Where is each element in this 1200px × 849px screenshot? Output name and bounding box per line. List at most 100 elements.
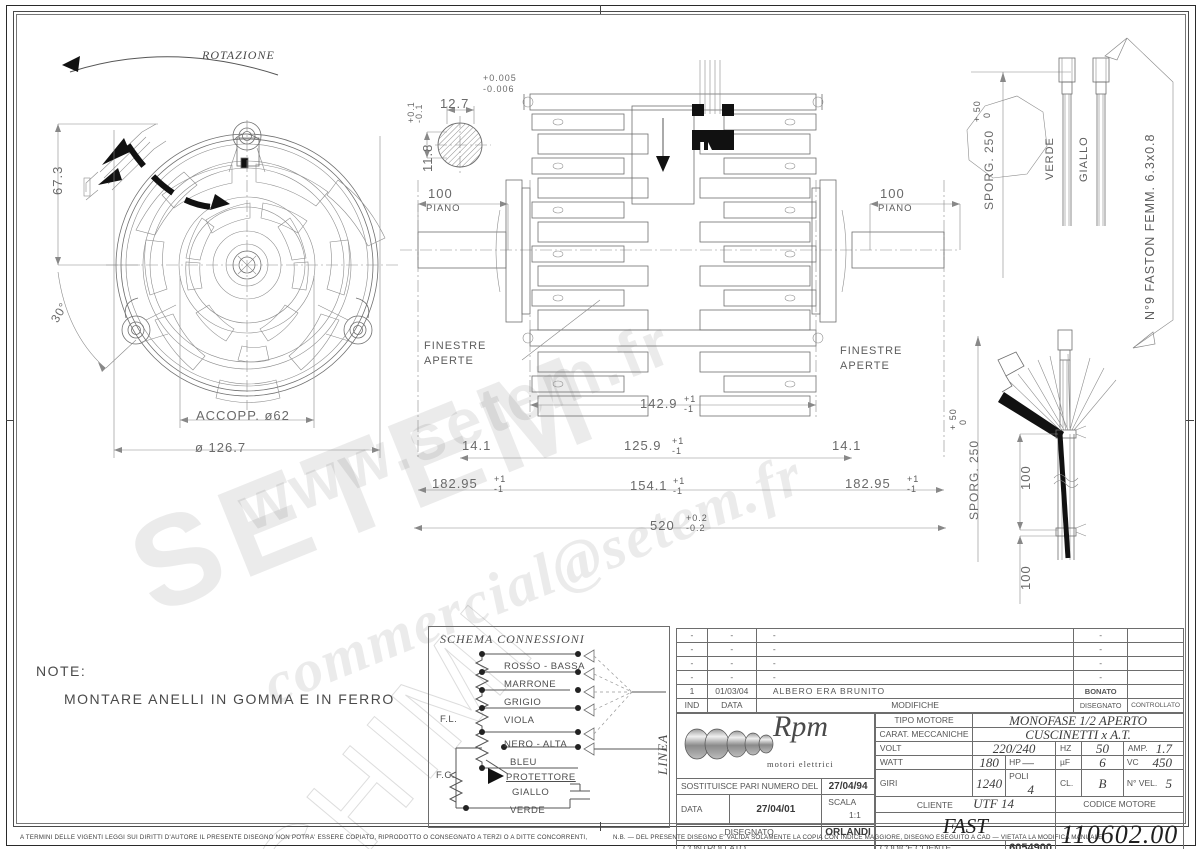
schema-wire-label-0: ROSSO - BASSA <box>504 661 585 672</box>
rev-disegnato: BONATO <box>1073 684 1129 699</box>
dim-shaft-width: 12.7 <box>440 96 470 111</box>
sheet-border-inner <box>13 11 1189 827</box>
dim-coupling-dia: ACCOPP. ø62 <box>196 408 290 423</box>
label-finestre-left-1: FINESTRE <box>424 340 487 352</box>
schema-title: SCHEMA CONNESSIONI <box>440 632 585 646</box>
revision-row: - - - - <box>676 642 1184 657</box>
watt-row: WATT 180 HP — µF 6 VC 450 <box>874 755 1185 770</box>
revision-table: - - - - - - - - - - - - <box>676 628 1184 713</box>
note-text: MONTARE ANELLI IN GOMMA E IN FERRO <box>64 691 395 707</box>
giri-label: GIRI <box>874 769 974 797</box>
codice-cliente-row: CODICE CLIENTE 6054900 <box>874 840 1183 849</box>
footer-right-text: N.B. — DEL PRESENTE DISEGNO E' VALIDA SO… <box>613 834 1103 841</box>
schema-wire-label-5: BLEU <box>510 757 537 768</box>
dim-182-95-right-tol-minus: -1 <box>907 484 918 494</box>
codice-cliente-value: 6054900 <box>1005 840 1056 849</box>
volt-row: VOLT 220/240 HZ 50 AMP. 1.7 <box>874 741 1185 756</box>
schema-wire-label-7: VERDE <box>510 805 546 816</box>
label-piano-left: PIANO <box>426 203 461 214</box>
dim-sporg-top-tol-plus: + 50 <box>972 100 982 122</box>
logo-brand: Rpm <box>773 713 828 743</box>
schema-linea-label: LINEA <box>655 733 670 775</box>
dim-14-1-left: 14.1 <box>462 438 492 453</box>
rev-ind: - <box>676 656 708 671</box>
dim-125-9: 125.9 <box>624 438 662 453</box>
poli-cell: POLI 4 <box>1005 769 1056 797</box>
nvel-cell: N° VEL. 5 <box>1122 769 1185 797</box>
label-finestre-right-2: APERTE <box>840 360 890 372</box>
note-label: NOTE: <box>36 663 87 679</box>
schema-connessioni-box <box>428 626 670 828</box>
frame-tick <box>600 822 601 831</box>
sostituisce-value: 27/04/94 <box>821 777 875 795</box>
cl-label: CL. <box>1054 769 1083 797</box>
controllato-label: CONTROLLATO <box>676 840 875 849</box>
rev-data: - <box>706 656 757 671</box>
amp-value: 1.7 <box>1155 741 1172 756</box>
rev-modifiche: ALBERO ERA BRUNITO <box>755 684 1075 699</box>
schema-wire-label-1: MARRONE <box>504 679 557 690</box>
center-section-view <box>400 60 960 531</box>
rev-ind: - <box>676 670 708 685</box>
cliente-codice-row: CLIENTE UTF 14 CODICE MOTORE <box>874 796 1185 813</box>
schema-fl-label: F.L. <box>440 714 458 725</box>
dim-piano-right: 100 <box>880 186 905 201</box>
revision-row: 1 01/03/04 ALBERO ERA BRUNITO BONATO <box>676 684 1184 699</box>
dim-overall-dia: ø 126.7 <box>195 440 247 455</box>
giri-value: 1240 <box>972 769 1007 797</box>
dim-142-9-tol-plus: +1 <box>684 394 697 404</box>
dim-182-95-left: 182.95 <box>432 476 478 491</box>
rev-data: - <box>706 628 757 643</box>
hp-label: HP <box>1009 757 1021 767</box>
dim-sporg-top-tol-minus: 0 <box>982 111 992 118</box>
giri-row: GIRI 1240 POLI 4 CL. B N° VEL. 5 <box>874 769 1185 797</box>
frame-tick <box>600 5 601 14</box>
cliente-label: CLIENTE <box>916 800 953 810</box>
dim-182-95-left-tol-minus: -1 <box>494 484 505 494</box>
nvel-label: N° VEL. <box>1126 777 1158 788</box>
controllato-row: CONTROLLATO <box>676 840 875 849</box>
shaft-section-detail <box>424 106 491 176</box>
logo-tagline: motori elettrici <box>767 758 834 769</box>
label-finestre-right-1: FINESTRE <box>840 345 903 357</box>
sheet-border-outer <box>6 5 1196 846</box>
right-leads-view <box>966 37 1174 349</box>
rev-disegnato: - <box>1073 642 1129 657</box>
rev-data: - <box>706 642 757 657</box>
dim-sporg-top: SPORG. 250 <box>982 129 996 210</box>
scala-value: 1:1 <box>849 810 861 821</box>
label-wire-verde: VERDE <box>1044 137 1056 180</box>
hp-cell: HP — <box>1005 755 1056 770</box>
codice-cliente-label: CODICE CLIENTE <box>874 840 1007 849</box>
revision-header-row: IND DATA MODIFICHE DISEGNATO CONTROLLATO <box>676 698 1184 713</box>
frame-tick <box>1186 420 1194 421</box>
nvel-value: 5 <box>1165 775 1173 791</box>
cliente-value: UTF 14 <box>973 796 1014 811</box>
label-faston-note: N°9 FASTON FEMM. 6.3x0.8 <box>1143 133 1157 320</box>
rev-modifiche: - <box>755 656 1075 671</box>
schema-protettore-label: PROTETTORE <box>506 772 576 783</box>
rev-modifiche: - <box>755 642 1075 657</box>
label-wire-giallo: GIALLO <box>1078 136 1090 182</box>
label-finestre-left-2: APERTE <box>424 355 474 367</box>
dim-piano-left: 100 <box>428 186 453 201</box>
label-piano-right: PIANO <box>878 203 913 214</box>
titleblock-left: Rpm motori elettrici SOSTITUISCE PARI NU… <box>675 713 875 849</box>
revision-row: - - - - <box>676 656 1184 671</box>
dim-total-tol-plus: +0.2 <box>686 513 708 523</box>
dim-sporg-bottom-tol-minus: 0 <box>958 418 968 425</box>
schema-wire-label-3: VIOLA <box>504 715 535 726</box>
dim-100-a: 100 <box>1018 465 1033 490</box>
hp-value: — <box>1022 755 1034 770</box>
dim-142-9-tol-minus: -1 <box>684 404 695 414</box>
uf-value: 6 <box>1081 755 1124 770</box>
rev-data: 01/03/04 <box>706 684 757 699</box>
dim-sporg-bottom-tol-plus: + 50 <box>948 408 958 430</box>
dim-154-1-tol-plus: +1 <box>673 476 686 486</box>
fast-codice-row: FAST 110602.00 <box>874 812 1185 849</box>
data-value: 27/04/01 <box>729 793 823 826</box>
schema-wire-label-6: GIALLO <box>512 787 550 798</box>
piano-left-dim-lines <box>417 201 509 250</box>
poli-label: POLI <box>1009 771 1029 781</box>
